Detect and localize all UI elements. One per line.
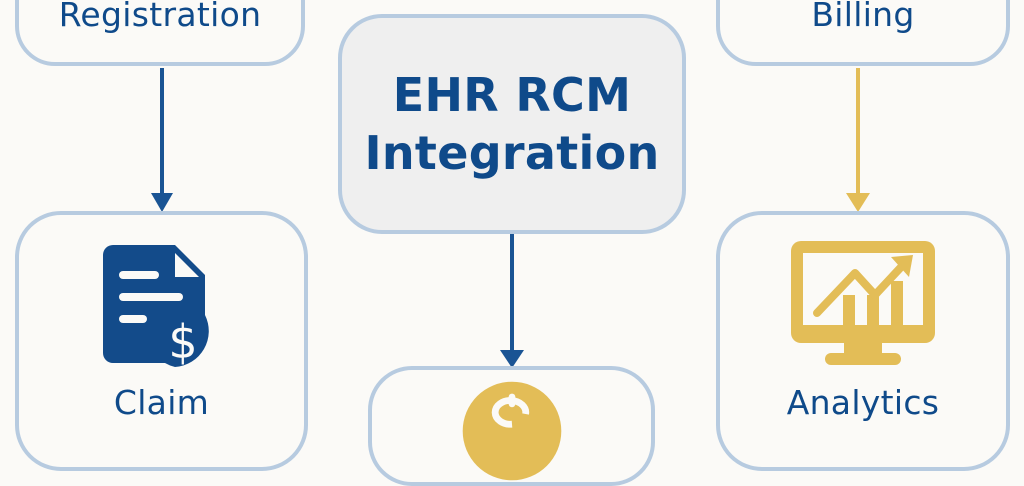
claim-document-dollar-icon: $ [102, 245, 209, 369]
claim-label: Claim [113, 383, 210, 422]
node-payment [368, 366, 655, 486]
monitor-chart-icon [791, 241, 935, 365]
node-registration: Registration [15, 0, 305, 66]
arrow-registration-to-claim [151, 68, 173, 212]
node-claim: $ Claim [15, 211, 308, 471]
node-billing: Billing [716, 0, 1010, 66]
center-title-line1: EHR RCM [392, 68, 632, 122]
center-title-line2: Integration [364, 126, 660, 180]
arrow-center-to-payment [500, 234, 524, 368]
node-ehr-rcm-integration: EHR RCM Integration [338, 14, 686, 234]
coin-dollar-icon [462, 381, 561, 481]
billing-label: Billing [811, 0, 915, 34]
svg-text:$: $ [168, 315, 197, 369]
analytics-label: Analytics [786, 383, 940, 422]
arrow-billing-to-analytics [846, 68, 870, 212]
registration-label: Registration [58, 0, 262, 34]
node-analytics: Analytics [716, 211, 1010, 471]
